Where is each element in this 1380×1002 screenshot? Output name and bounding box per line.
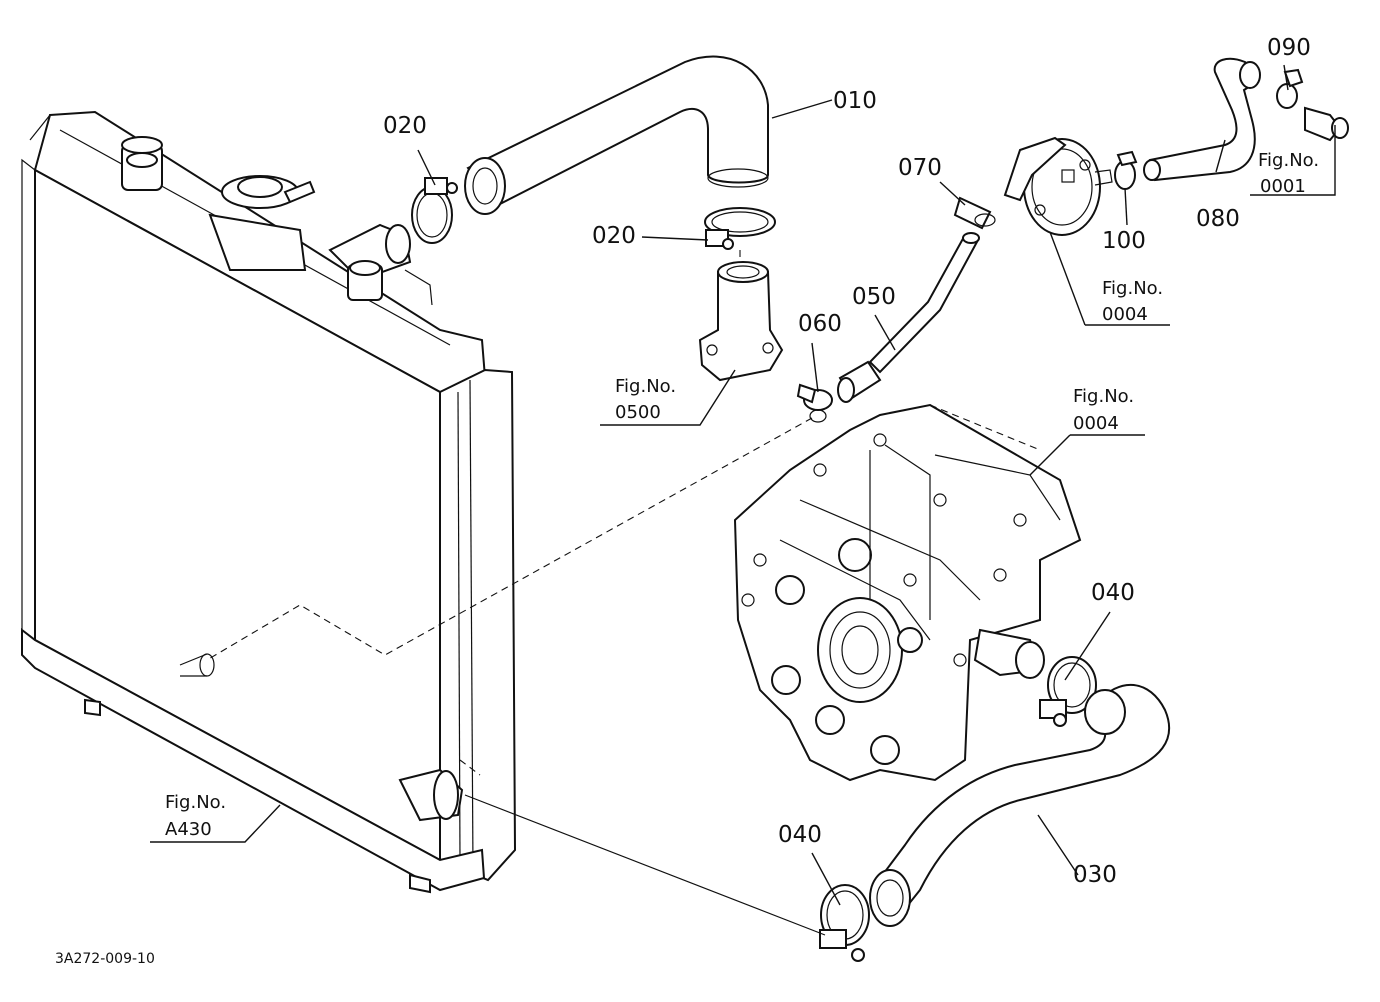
label-070: 070	[898, 155, 942, 181]
label-050: 050	[852, 284, 896, 310]
fig-a430-number: A430	[165, 819, 212, 840]
fig-0500-title: Fig.No.	[615, 376, 676, 397]
fig-0004-top-title: Fig.No.	[1102, 278, 1163, 299]
heater-hose-080	[1143, 57, 1261, 182]
fig-0500-number: 0500	[615, 402, 661, 423]
assembly-line-bypass	[206, 417, 813, 661]
upper-hose-010	[464, 55, 769, 215]
label-100: 100	[1102, 228, 1146, 254]
assembly-line-lower-solid	[464, 794, 826, 936]
fig-0004-top-number: 0004	[1102, 304, 1148, 325]
water-flange-assembly	[1003, 136, 1113, 236]
fig-0001-number: 0001	[1260, 176, 1306, 197]
clamp-040-right	[1039, 656, 1097, 727]
label-060: 060	[798, 311, 842, 337]
clamp-020-mid	[704, 207, 776, 250]
clamp-100	[1114, 150, 1138, 190]
fig-0001-title: Fig.No.	[1258, 150, 1319, 171]
label-040-right: 040	[1091, 580, 1135, 606]
label-080: 080	[1196, 206, 1240, 232]
engine-gear-case	[733, 403, 1082, 782]
label-010: 010	[833, 88, 877, 114]
assembly-line-engine-top	[929, 404, 1041, 451]
label-030: 030	[1073, 862, 1117, 888]
label-020-mid: 020	[592, 223, 636, 249]
fig-0004-engine-title: Fig.No.	[1073, 386, 1134, 407]
clamp-040-bottom	[819, 884, 870, 962]
label-020-top: 020	[383, 113, 427, 139]
clamp-070	[953, 196, 996, 230]
label-040-bottom: 040	[778, 822, 822, 848]
assembly-line-lower	[459, 759, 481, 776]
hose-nipple	[1304, 106, 1349, 142]
fig-0004-engine-number: 0004	[1073, 413, 1119, 434]
bypass-pipe-050	[837, 232, 980, 403]
thermostat-housing	[698, 261, 784, 382]
leader-lines	[150, 64, 1336, 906]
drawing-code: 3A272-009-10	[55, 951, 155, 967]
clamp-020-top	[411, 177, 458, 244]
fig-a430-title: Fig.No.	[165, 792, 226, 813]
label-090: 090	[1267, 35, 1311, 61]
clamp-090	[1276, 68, 1304, 109]
clamp-060	[796, 383, 833, 423]
radiator	[21, 110, 517, 894]
lower-hose-030	[869, 683, 1171, 927]
